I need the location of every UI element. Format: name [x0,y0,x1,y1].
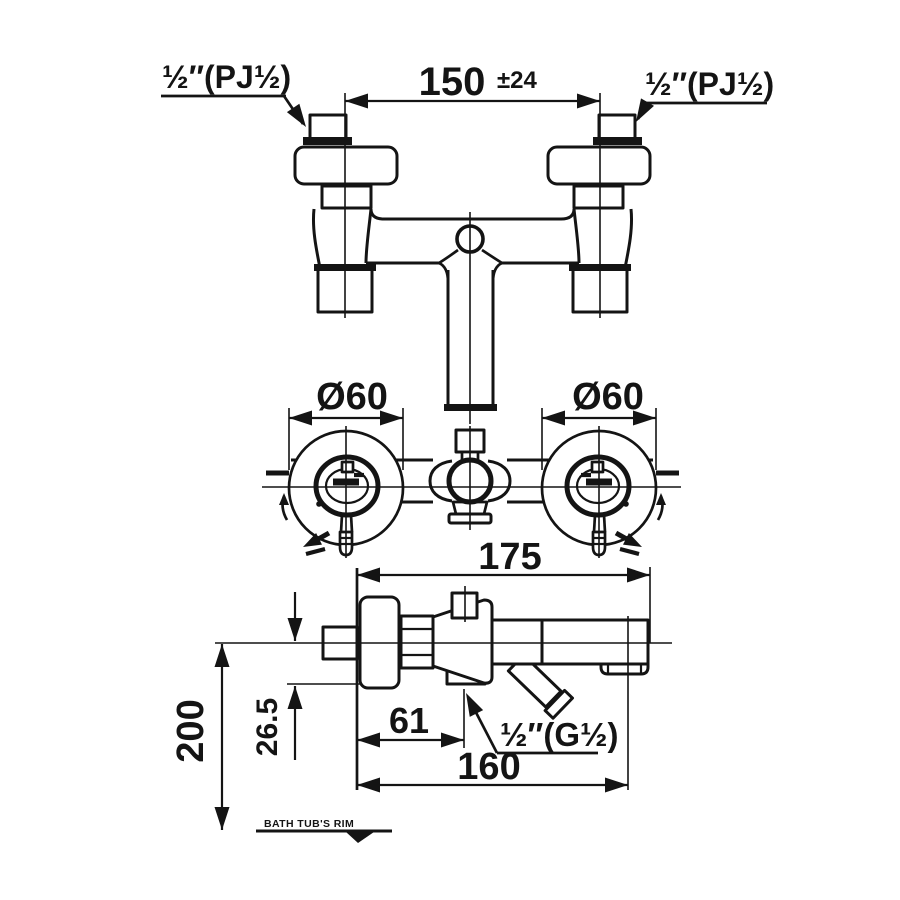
dim-d60-left-text: Ø60 [316,376,388,418]
right-index-button [590,460,605,474]
right-indicator-dot [623,501,629,507]
right-handle [540,426,658,558]
side-view [215,568,672,790]
right-leg-outer [623,208,633,269]
dim-175-text: 175 [478,536,541,578]
left-index-button [340,460,355,474]
side-body-block [490,618,544,666]
dim-center-distance: 150 ±24 [345,60,600,109]
dim-height-above-rim: 200 [170,644,230,830]
label-bath-tub-rim: BATH TUB'S RIM [256,818,392,843]
dim-d60-right-text: Ø60 [572,376,644,418]
right-leg-inner [572,208,581,264]
dim-61-text: 61 [389,700,429,741]
dim-150-text: 150 [419,60,486,104]
left-wall-nipple [308,113,348,142]
dim-200-text: 200 [170,699,212,762]
right-union-nut [572,184,625,210]
dim-26-5-text: 26.5 [251,698,284,756]
rotation-indicators [266,470,679,557]
left-indicator-dot [316,501,322,507]
label-thread-shower: ½″(G½) [466,693,619,755]
right-wall-nipple [597,113,637,142]
label-thread-top-left: ½″(PJ½) [161,59,306,127]
front-view [293,93,652,424]
left-escutcheon-front [293,145,399,186]
dim-overall-projection: 175 [357,536,651,643]
bath-tub-rim-mark [346,832,374,843]
left-handle [287,426,405,558]
dim-escutcheon-right: Ø60 [541,376,657,470]
side-centerlines [215,586,672,790]
left-leg-inner [364,208,373,264]
bath-tub-rim-text: BATH TUB'S RIM [264,818,354,830]
side-handle-cone [431,598,494,685]
diverter-trim [428,426,512,530]
right-escutcheon-front [546,145,652,186]
side-spout [540,618,650,666]
dim-spout-drop: 26.5 [251,592,360,760]
dim-escutcheon-left: Ø60 [288,376,404,470]
spout-nozzle [599,664,650,676]
thread-shower-text: ½″(G½) [500,716,619,753]
dim-shower-offset: 61 [357,689,465,748]
label-thread-top-right: ½″(PJ½) [636,66,774,122]
side-union-nut [399,614,435,670]
shower-hose-connection [506,653,574,720]
left-leg-outer [312,208,322,269]
front-centerlines [344,93,601,424]
thread-top-left-text: ½″(PJ½) [162,59,291,95]
dim-150-tolerance-text: ±24 [497,67,538,94]
thread-top-right-text: ½″(PJ½) [645,66,774,102]
right-nipple-base [593,137,642,145]
left-union-nut [320,184,373,210]
left-nipple-base [303,137,352,145]
body-top-edge [369,208,576,221]
plan-view [262,426,681,558]
